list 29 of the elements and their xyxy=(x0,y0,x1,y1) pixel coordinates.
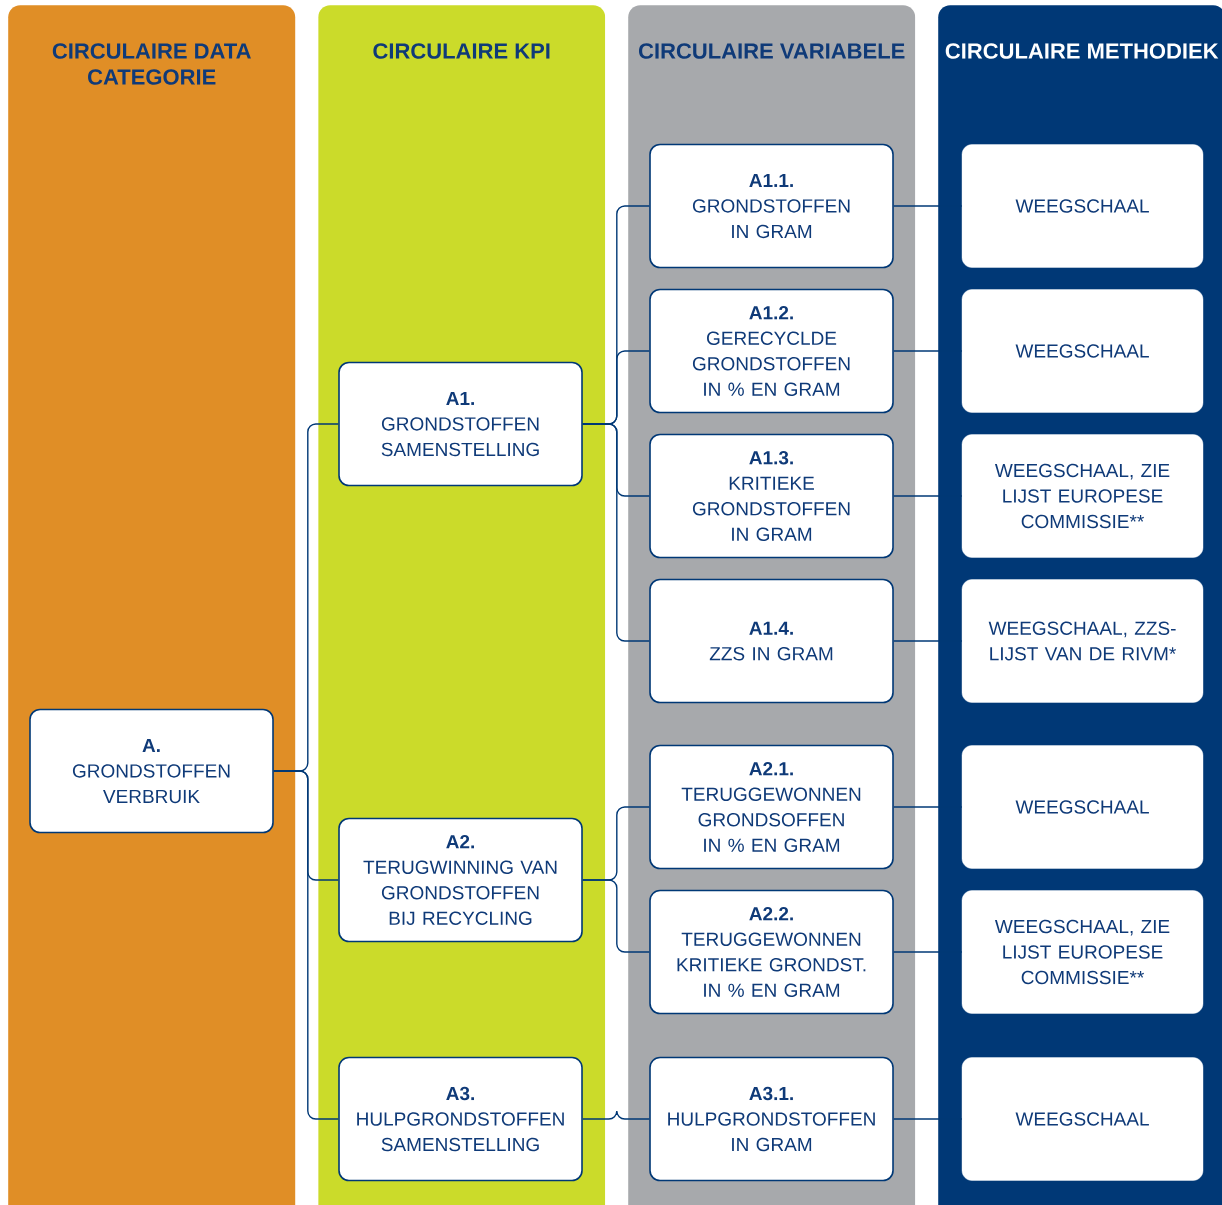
category-box: A1. GRONDSTOFFEN SAMENSTELLING xyxy=(338,361,583,487)
connector-line xyxy=(273,770,339,1120)
category-box: A3. HULPGRONDSTOFFEN SAMENSTELLING xyxy=(338,1056,583,1182)
connector-line xyxy=(893,1118,963,1120)
method-box: WEEGSCHAAL, ZIE LIJST EUROPESE COMMISSIE** xyxy=(961,434,1204,558)
connector-line xyxy=(893,205,963,207)
category-box: A1.3. KRITIEKE GRONDSTOFFEN IN GRAM xyxy=(649,433,894,559)
connector-line xyxy=(893,640,963,642)
method-box: WEEGSCHAAL xyxy=(961,1057,1204,1181)
method-box: WEEGSCHAAL xyxy=(961,144,1204,268)
connector-line xyxy=(582,1110,650,1120)
method-box: WEEGSCHAAL, ZZS-LIJST VAN DE RIVM* xyxy=(961,579,1204,703)
category-box: A1.1. GRONDSTOFFEN IN GRAM xyxy=(649,143,894,269)
category-box: A1.4. ZZS IN GRAM xyxy=(649,578,894,704)
connector-line xyxy=(893,350,963,352)
connector-line xyxy=(893,951,963,953)
category-box: A1.2. GERECYCLDE GRONDSTOFFEN IN % EN GRAM xyxy=(649,288,894,414)
connector-line xyxy=(893,495,963,497)
connector-line xyxy=(582,423,650,642)
category-box: A2.1. TERUGGEWONNEN GRONDSOFFEN IN % EN GRAM xyxy=(649,744,894,870)
method-box: WEEGSCHAAL, ZIE LIJST EUROPESE COMMISSIE** xyxy=(961,890,1204,1014)
connector-line xyxy=(582,879,650,953)
connector-line xyxy=(893,806,963,808)
category-box: A3.1. HULPGRONDSTOFFEN IN GRAM xyxy=(649,1056,894,1182)
category-box: A2. TERUGWINNING VAN GRONDSTOFFEN BIJ RECYCLING xyxy=(338,817,583,943)
method-box: WEEGSCHAAL xyxy=(961,289,1204,413)
category-box: A2.2. TERUGGEWONNEN KRITIEKE GRONDST. IN % EN GRAM xyxy=(649,889,894,1015)
category-box: A. GRONDSTOFFEN VERBRUIK xyxy=(29,708,274,834)
method-box: WEEGSCHAAL xyxy=(961,745,1204,869)
